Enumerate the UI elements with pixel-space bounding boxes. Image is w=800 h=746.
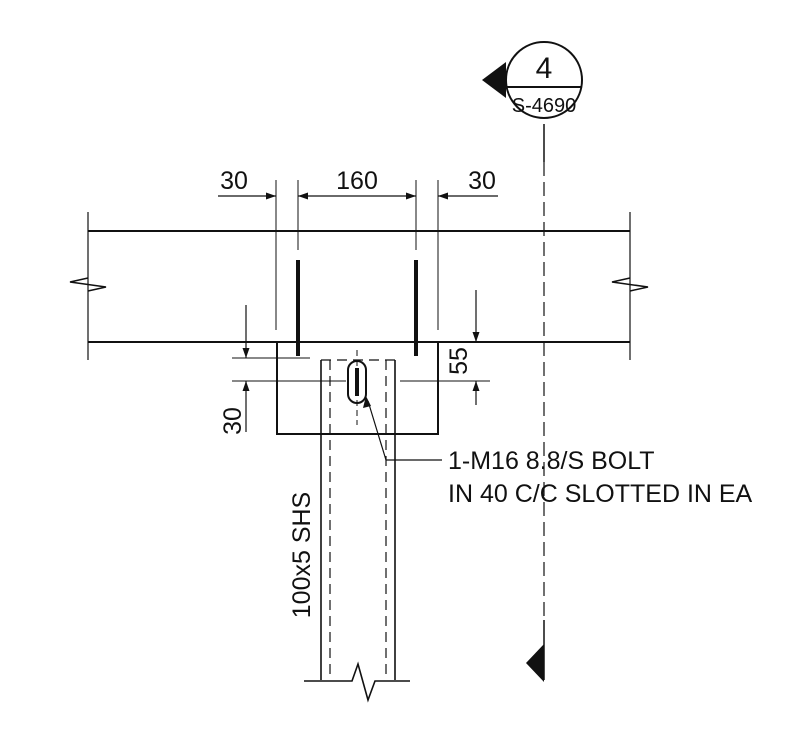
- bolt-leader-line: [367, 400, 442, 461]
- column-break: [304, 661, 410, 703]
- bolt-note-line2: IN 40 C/C SLOTTED IN EA: [448, 480, 753, 508]
- dim-bolt-spacing: 160: [336, 167, 378, 195]
- left-vertical-dimension: 30: [219, 305, 346, 435]
- top-dimension-string: 30 160 30: [218, 167, 498, 330]
- section-tag: 4 S-4690: [482, 41, 583, 119]
- column-label: 100x5 SHS: [288, 492, 316, 618]
- right-vertical-dimension: 55: [400, 290, 490, 405]
- dim-left-edge: 30: [220, 167, 248, 195]
- bolt-leader-arrow: [363, 396, 371, 408]
- dim-right-edge: 30: [468, 167, 496, 195]
- section-cut-line: [526, 124, 545, 682]
- section-tag-number: 4: [536, 52, 553, 85]
- dim-plate-vertical: 55: [445, 347, 473, 375]
- dim-bolt-edge-vertical: 30: [219, 407, 247, 435]
- section-tag-arrow-head: [482, 62, 506, 98]
- cap-plate: [276, 341, 439, 435]
- shs-column: [304, 359, 410, 703]
- beam-break-right: [611, 277, 649, 292]
- section-tag-sheet-ref: S-4690: [512, 95, 577, 117]
- bolt-note-line1: 1-M16 8.8/S BOLT: [448, 447, 655, 475]
- section-cut-end-arrow: [526, 644, 544, 682]
- beam-break-left: [69, 277, 107, 292]
- beam: [69, 212, 649, 360]
